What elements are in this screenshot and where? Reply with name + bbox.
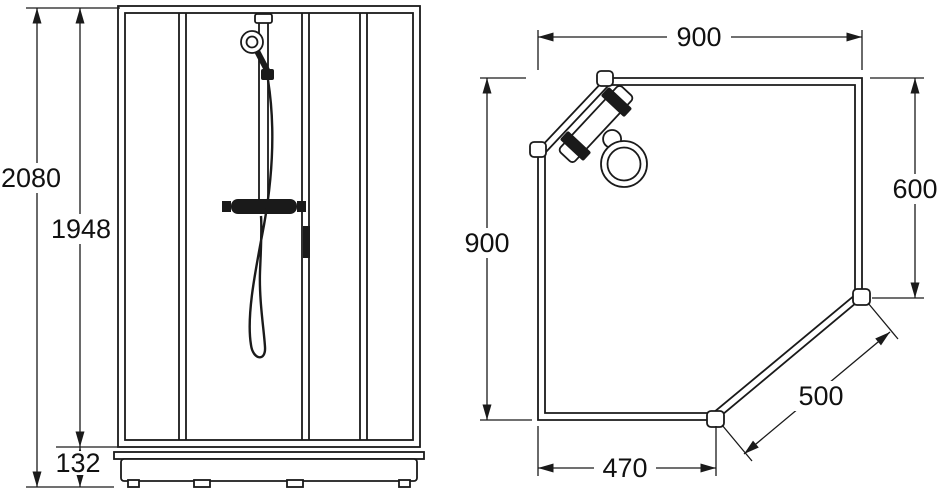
corner-profile <box>596 70 614 87</box>
dim-label-right-side: 600 <box>892 174 937 204</box>
shower-fittings-plan <box>558 85 648 188</box>
plan-view-labels: 900 900 600 500 470 <box>455 22 941 483</box>
tray-foot <box>193 479 211 488</box>
tray-foot <box>398 479 411 488</box>
label-bg <box>455 228 519 258</box>
corner-profile <box>706 410 725 428</box>
hand-shower-handle <box>254 49 271 74</box>
dim-label-cabin-height: 1948 <box>51 214 111 244</box>
ext-line <box>867 302 899 340</box>
tray-foot <box>127 479 140 488</box>
door-handle <box>303 226 310 258</box>
dim-label-left-depth: 900 <box>464 228 509 258</box>
corner-profile <box>852 288 871 306</box>
front-view-dimensions <box>26 7 120 488</box>
corner-profile <box>529 141 547 158</box>
front-view-labels: 2080 1948 132 <box>1 163 112 478</box>
tray-apron <box>120 458 418 482</box>
front-elevation-view <box>113 5 425 488</box>
shower-column <box>222 13 306 359</box>
label-bg <box>883 174 941 204</box>
label-bg <box>594 453 656 483</box>
cabin-outer-frame <box>117 5 421 448</box>
shower-tray <box>113 451 425 488</box>
shower-hose <box>248 79 274 359</box>
corner-profiles <box>529 70 871 428</box>
dim-label-door-diagonal: 500 <box>798 381 843 411</box>
dim-label-top-width: 900 <box>676 22 721 52</box>
plan-view <box>529 70 871 428</box>
label-bg <box>53 451 103 475</box>
tray-rim <box>113 451 425 460</box>
tray-foot <box>286 479 304 488</box>
label-bg <box>50 214 112 244</box>
cabin-inner-frame <box>124 12 414 441</box>
label-bg <box>790 381 852 411</box>
riser-top-bracket <box>254 13 273 24</box>
ext-line <box>721 424 753 462</box>
plan-view-dimensions <box>480 30 924 476</box>
dim-label-tray-height: 132 <box>55 448 100 478</box>
dim-label-total-height: 2080 <box>1 163 61 193</box>
label-bg <box>2 163 64 193</box>
mixer-knob-right <box>297 201 306 212</box>
mixer-knob-plan <box>601 87 632 117</box>
mixer-knob-plan <box>560 131 591 161</box>
rail-slider <box>261 69 274 80</box>
label-bg <box>667 22 731 52</box>
mixer-knob-left <box>222 201 231 212</box>
mixer-bar <box>231 199 297 214</box>
dim-label-bottom-width: 470 <box>602 453 647 483</box>
